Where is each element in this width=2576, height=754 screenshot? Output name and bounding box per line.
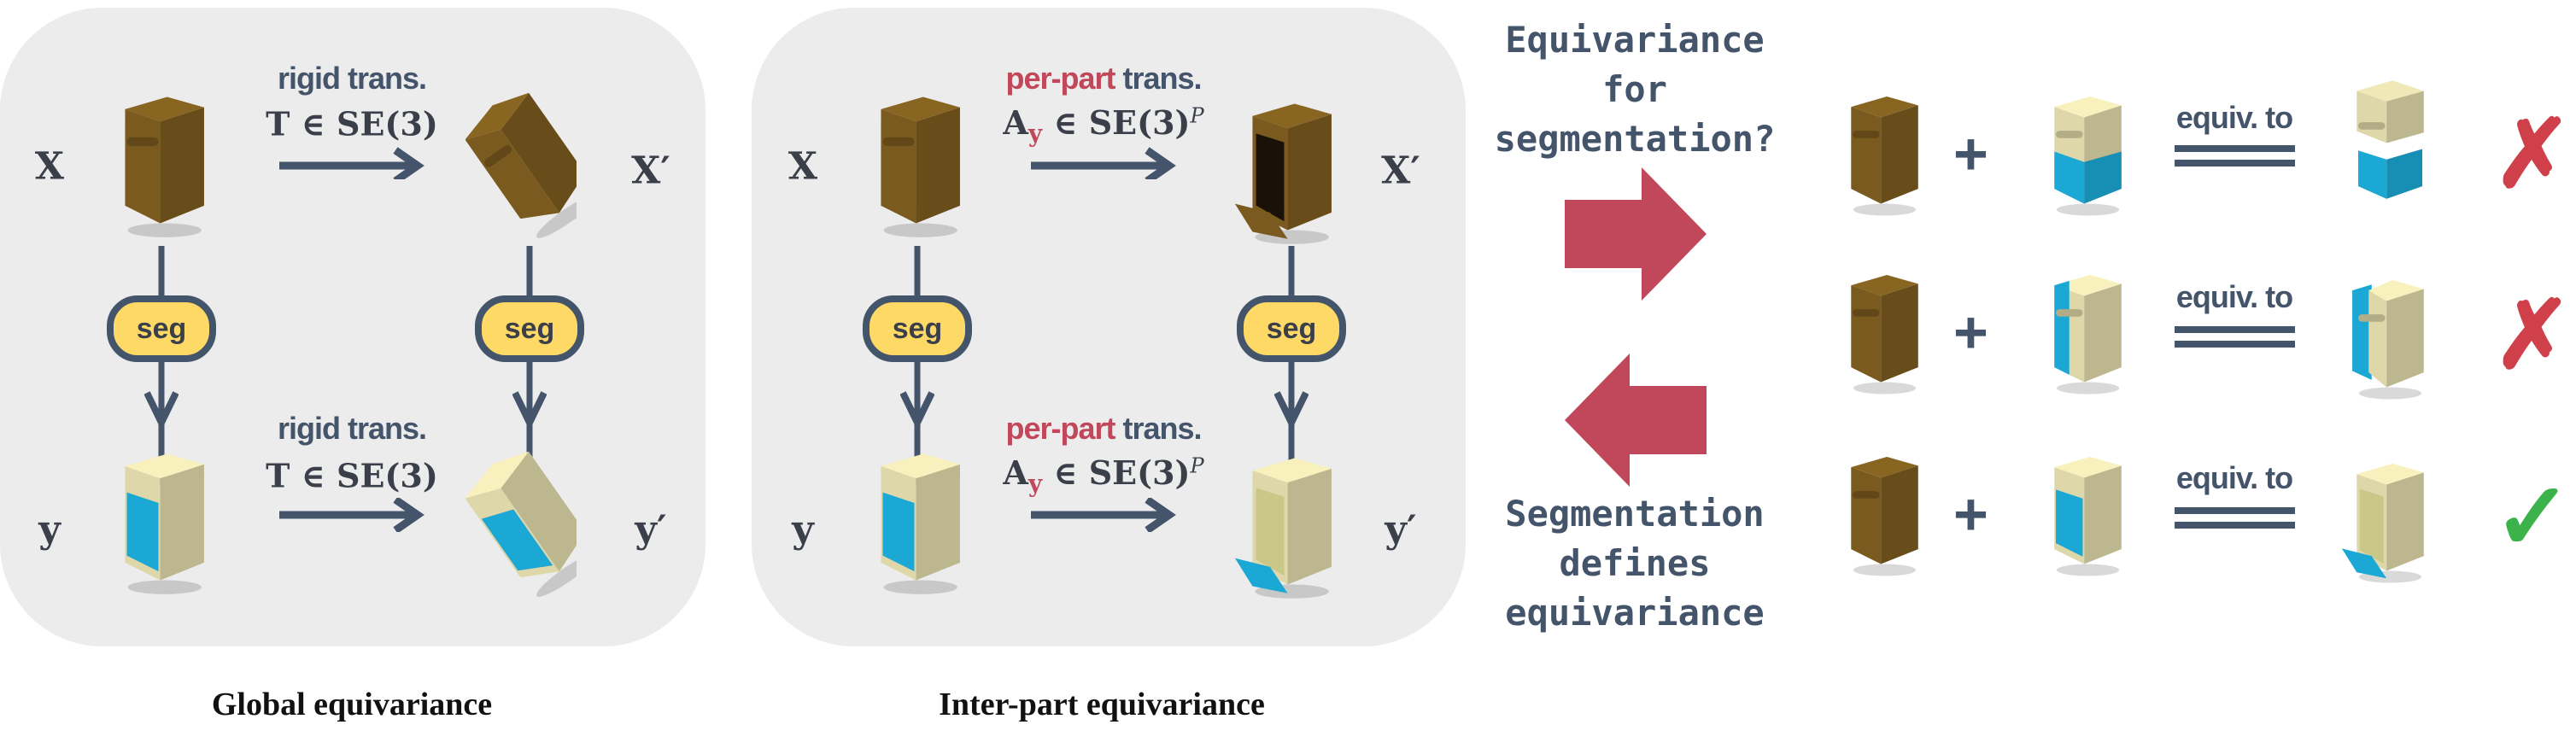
equiv-bar xyxy=(2175,507,2295,514)
seg-connector xyxy=(158,246,165,485)
equiv-to-label: equiv. to xyxy=(2175,460,2293,495)
rigid-math-top: T ∈ SE(3) xyxy=(266,104,438,143)
equiv-bar xyxy=(2175,145,2295,152)
arrow-down-icon xyxy=(900,391,934,427)
label-y-prime: y′ xyxy=(635,507,667,552)
seg-connector xyxy=(526,246,533,485)
seg-operator: seg xyxy=(863,295,972,362)
equiv-to-label: equiv. to xyxy=(2175,100,2293,135)
answer-line: Segmentation xyxy=(1505,493,1765,535)
cabinet-point-cloud-x xyxy=(102,83,214,245)
plus-sign: + xyxy=(1953,120,1988,187)
label-x-prime: X′ xyxy=(631,149,670,193)
math-se3: ∈ SE(3) xyxy=(1042,453,1191,493)
equiv-to-label: equiv. to xyxy=(2175,279,2293,314)
label-x: X xyxy=(787,144,818,189)
check-icon: ✓ xyxy=(2493,465,2572,570)
cabinet-point-cloud-x xyxy=(858,83,969,245)
math-se3: ∈ SE(3) xyxy=(1042,103,1191,143)
arrow-right-icon xyxy=(279,498,424,532)
math-sub-y: y xyxy=(1027,119,1043,148)
segmented-cabinet-y-rotated xyxy=(465,440,598,602)
rigid-math-bottom: T ∈ SE(3) xyxy=(266,456,438,495)
segmentation-top-bottom xyxy=(2035,85,2130,223)
segmentation-left-right xyxy=(2035,263,2130,401)
plus-sign: + xyxy=(1953,299,1988,365)
question-text: Equivariance for segmentation? xyxy=(1495,15,1776,164)
caption-inter-part: Inter-part equivariance xyxy=(939,687,1265,722)
result-lifted-top xyxy=(2338,76,2433,214)
per-part-math-bottom: Ay ∈ SE(3)P xyxy=(1003,453,1203,498)
rigid-trans-label-top: rigid trans. xyxy=(277,61,427,96)
label-y-prime: y′ xyxy=(1385,507,1417,552)
label-y: y xyxy=(792,507,814,552)
math-sub-y: y xyxy=(1027,469,1043,498)
equiv-bar xyxy=(2175,341,2295,348)
arrow-right-icon xyxy=(1031,147,1176,179)
segmented-cabinet-y xyxy=(102,440,214,602)
arrow-right-icon xyxy=(1031,498,1176,532)
math-sup-p: P xyxy=(1190,103,1204,128)
arrow-right-icon xyxy=(279,147,424,179)
answer-line: defines xyxy=(1559,542,1711,584)
segmentation-door xyxy=(2035,445,2130,583)
cabinet-input xyxy=(1832,85,1927,223)
per-part-trans-label-bottom: per-part trans. xyxy=(1005,411,1202,447)
equiv-bar xyxy=(2175,326,2295,333)
answer-text: Segmentation defines equivariance xyxy=(1505,489,1764,638)
result-open-door xyxy=(2338,452,2433,590)
label-y: y xyxy=(38,507,61,552)
arrow-down-icon xyxy=(1274,391,1308,427)
question-line: Equivariance xyxy=(1505,19,1765,61)
equiv-bar xyxy=(2175,522,2295,529)
segmented-cabinet-y xyxy=(858,440,969,602)
big-right-arrow-icon xyxy=(1565,167,1707,301)
question-line: segmentation? xyxy=(1494,118,1776,160)
cross-icon: ✗ xyxy=(2493,102,2572,207)
question-line: for xyxy=(1602,68,1667,110)
seg-operator: seg xyxy=(1237,295,1346,362)
caption-global: Global equivariance xyxy=(211,687,493,722)
per-part-trans-label-top: per-part trans. xyxy=(1005,61,1202,96)
rigid-trans-label-bottom: rigid trans. xyxy=(277,411,427,446)
math-sup-p: P xyxy=(1190,453,1204,478)
result-split-sides xyxy=(2338,268,2433,406)
cabinet-point-cloud-x-open-door xyxy=(1230,90,1341,252)
plus-sign: + xyxy=(1953,481,1988,547)
seg-connector xyxy=(1288,246,1295,485)
seg-connector xyxy=(914,246,921,485)
trans-text: trans. xyxy=(1115,61,1202,96)
big-left-arrow-icon xyxy=(1565,354,1707,487)
answer-line: equivariance xyxy=(1505,592,1765,634)
equiv-bar xyxy=(2175,160,2295,167)
segmented-cabinet-y-open-door xyxy=(1230,444,1341,606)
per-part-highlight: per-part xyxy=(1005,411,1115,446)
per-part-math-top: Ay ∈ SE(3)P xyxy=(1003,103,1203,148)
arrow-down-icon xyxy=(144,391,179,427)
cabinet-input xyxy=(1832,445,1927,583)
cross-icon: ✗ xyxy=(2493,283,2572,388)
per-part-highlight: per-part xyxy=(1005,61,1115,96)
label-x-prime: X′ xyxy=(1381,149,1420,193)
arrow-down-icon xyxy=(512,391,547,427)
label-x: X xyxy=(34,144,65,189)
trans-text: trans. xyxy=(1115,411,1202,446)
cabinet-input xyxy=(1832,263,1927,401)
math-a: A xyxy=(1003,103,1028,143)
cabinet-point-cloud-x-rotated xyxy=(465,81,598,243)
math-a: A xyxy=(1003,453,1028,493)
seg-operator: seg xyxy=(475,295,584,362)
seg-operator: seg xyxy=(107,295,216,362)
